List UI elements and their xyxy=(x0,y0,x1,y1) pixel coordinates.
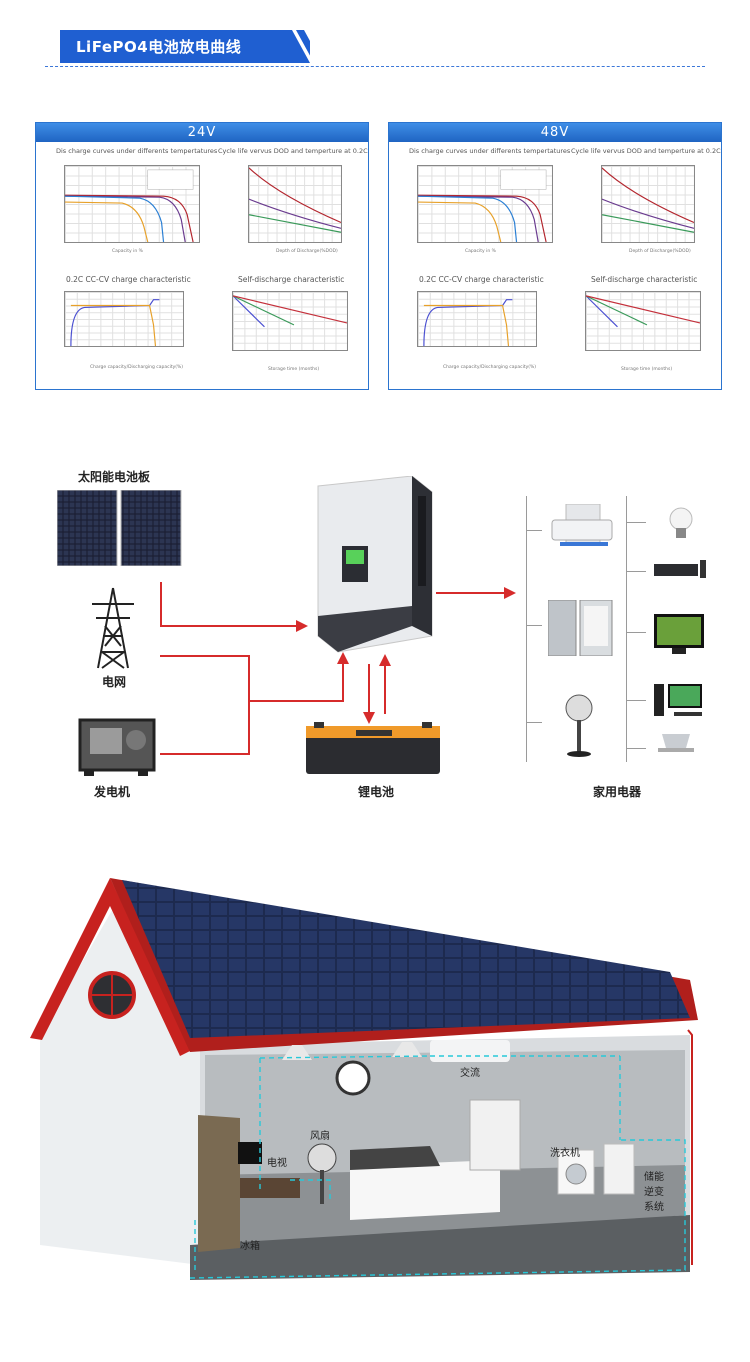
axis-label-capacity: Capacity in % xyxy=(465,249,496,254)
arrow-up-icon xyxy=(379,654,391,666)
arrow-down-icon xyxy=(363,712,375,724)
branch-line xyxy=(626,571,646,572)
fan-label: 风扇 xyxy=(310,1131,330,1142)
storage-system-label: 储能逆变系统 xyxy=(644,1172,664,1213)
washer-label: 洗衣机 xyxy=(550,1148,580,1159)
discharge-chart xyxy=(64,165,200,243)
flow-line xyxy=(160,625,300,627)
desktop-computer-icon xyxy=(654,684,702,716)
appliances-label: 家用电器 xyxy=(593,785,642,799)
grid-label: 电网 xyxy=(102,675,127,689)
panel-title: 24V xyxy=(36,123,368,142)
flow-line xyxy=(342,662,344,702)
charge-chart xyxy=(417,291,537,347)
appliance-bus-left xyxy=(526,496,527,762)
flow-line xyxy=(436,592,506,594)
flow-line xyxy=(384,664,386,714)
television-icon xyxy=(654,614,704,654)
arrow-right-icon xyxy=(504,587,516,599)
cycle-life-chart xyxy=(248,165,342,243)
electric-fan-icon xyxy=(565,694,593,757)
branch-line xyxy=(626,632,646,633)
dvd-player-icon xyxy=(654,560,706,578)
section-header: LiFePO4电池放电曲线 xyxy=(60,30,322,63)
house-illustration xyxy=(30,878,698,1280)
axis-label-charge: Charge capacity/Discharging capacity(%) xyxy=(90,365,184,370)
air-conditioner-icon xyxy=(551,504,613,546)
chart-panel-24v: 24V Dis charge curves under differents t… xyxy=(35,122,369,390)
refrigerator-icon xyxy=(548,600,613,656)
solar-panel-label: 太阳能电池板 xyxy=(78,470,151,484)
branch-line xyxy=(526,722,542,723)
branch-line xyxy=(626,748,646,749)
flow-line xyxy=(160,753,250,755)
axis-label-storage: Storage time (months) xyxy=(621,367,673,372)
branch-line xyxy=(526,530,542,531)
branch-line xyxy=(626,700,646,701)
flow-line xyxy=(248,655,250,755)
inverter-icon xyxy=(317,476,433,653)
flow-line xyxy=(248,700,344,702)
branch-line xyxy=(526,625,542,626)
charge-chart xyxy=(64,291,184,347)
self-discharge-chart xyxy=(232,291,348,351)
axis-label-dod: Depth of Discharge(%DOD) xyxy=(629,249,691,254)
self-discharge-chart xyxy=(585,291,701,351)
cycle-life-chart xyxy=(601,165,695,243)
chart-title-self: Self-discharge characteristic xyxy=(238,275,345,284)
laptop-icon xyxy=(658,734,694,752)
power-tower-icon xyxy=(92,587,134,669)
page-title: LiFePO4电池放电曲线 xyxy=(76,38,242,56)
axis-label-storage: Storage time (months) xyxy=(268,367,320,372)
flow-line xyxy=(160,655,250,657)
generator-label: 发电机 xyxy=(94,785,131,799)
chart-title-cycle: Cycle life vervus DOD and temperture at … xyxy=(571,147,721,155)
branch-line xyxy=(626,522,646,523)
chart-title-discharge: Dis charge curves under differents tempe… xyxy=(409,147,571,155)
appliance-bus-right xyxy=(626,496,627,762)
ac-label: 交流 xyxy=(460,1068,480,1079)
chart-title-charge: 0.2C CC-CV charge characteristic xyxy=(419,275,544,284)
axis-label-capacity: Capacity in % xyxy=(112,249,143,254)
chart-panel-48v: 48V Dis charge curves under differents t… xyxy=(388,122,722,390)
light-bulb-icon xyxy=(669,507,693,538)
chart-title-self: Self-discharge characteristic xyxy=(591,275,698,284)
arrow-right-icon xyxy=(296,620,308,632)
chart-title-discharge: Dis charge curves under differents tempe… xyxy=(56,147,218,155)
flow-line xyxy=(368,664,370,714)
generator-icon xyxy=(78,718,156,776)
flow-line xyxy=(160,582,162,626)
header-divider xyxy=(45,66,705,67)
arrow-up-icon xyxy=(337,652,349,664)
chart-title-cycle: Cycle life vervus DOD and temperture at … xyxy=(218,147,368,155)
discharge-chart xyxy=(417,165,553,243)
axis-label-charge: Charge capacity/Discharging capacity(%) xyxy=(443,365,537,370)
tv-label: 电视 xyxy=(267,1158,287,1169)
solar-panel-icon xyxy=(57,490,182,566)
fridge-label: 冰箱 xyxy=(240,1241,260,1252)
panel-title: 48V xyxy=(389,123,721,142)
battery-label: 锂电池 xyxy=(358,785,395,799)
axis-label-dod: Depth of Discharge(%DOD) xyxy=(276,249,338,254)
chart-title-charge: 0.2C CC-CV charge characteristic xyxy=(66,275,191,284)
lithium-battery-icon xyxy=(306,722,440,774)
